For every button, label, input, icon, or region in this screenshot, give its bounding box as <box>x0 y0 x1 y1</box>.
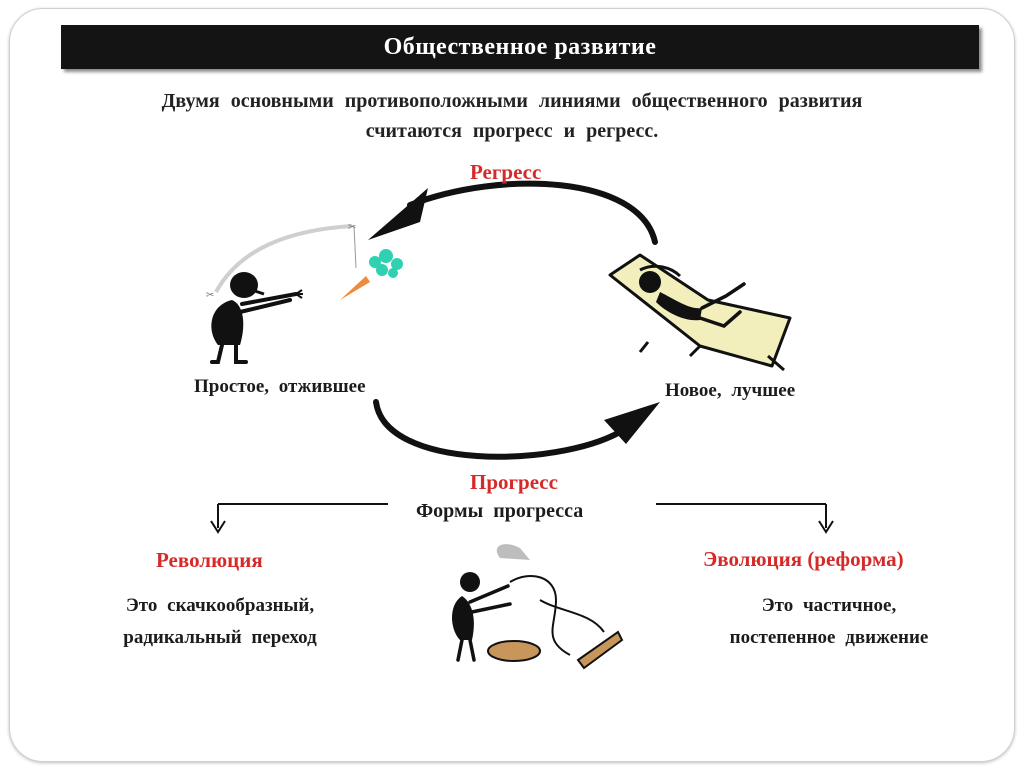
progress-label: Прогресс <box>470 470 558 494</box>
evolution-title-paren: (реформа) <box>807 547 904 571</box>
page-title: Общественное развитие <box>61 25 979 69</box>
svg-text:✂: ✂ <box>206 290 214 301</box>
evolution-line-2: постепенное движение <box>729 627 929 648</box>
revolution-line-1: Это скачкообразный, <box>125 595 315 616</box>
lounging-figure <box>608 253 792 372</box>
carrot-icon <box>340 276 370 300</box>
evolution-title-main: Эволюция <box>703 547 803 571</box>
branch-left-arrow <box>210 503 388 534</box>
revolution-title: Революция <box>156 548 263 572</box>
revolution-line-2: радикальный переход <box>123 627 317 648</box>
evolution-description: Это частичное, постепенное движение <box>686 590 972 654</box>
evolution-title: Эволюция (реформа) <box>703 547 904 572</box>
regress-label: Регресс <box>470 160 542 184</box>
evolution-line-1: Это частичное, <box>761 595 897 616</box>
carrot-chaser-figure: ✂ ✂ <box>206 222 403 364</box>
plant-icon <box>369 249 403 278</box>
intro-line-2: считаются прогресс и регресс. <box>365 120 659 142</box>
intro-line-1: Двумя основными противоположными линиями… <box>161 90 863 112</box>
slide-frame <box>9 8 1015 762</box>
revolution-description: Это скачкообразный, радикальный переход <box>78 590 362 654</box>
revolution-evolution-figure <box>452 544 624 670</box>
intro-text: Двумя основными противоположными линиями… <box>40 86 984 146</box>
regress-arrow <box>368 180 658 245</box>
svg-text:✂: ✂ <box>348 222 356 233</box>
left-state-label: Простое, отжившее <box>194 376 366 397</box>
right-state-label: Новое, лучшее <box>665 380 796 401</box>
forms-heading: Формы прогресса <box>416 500 584 522</box>
progress-arrow <box>373 399 660 460</box>
branch-right-arrow <box>656 503 834 534</box>
